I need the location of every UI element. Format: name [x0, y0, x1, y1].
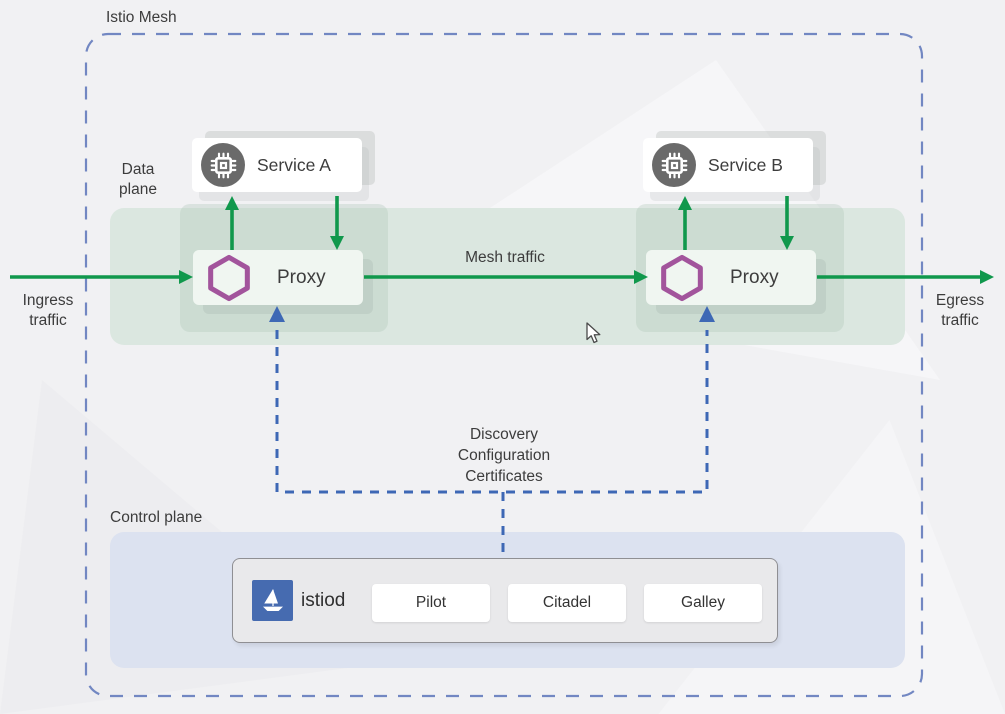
mesh-traffic-label: Mesh traffic — [465, 249, 545, 266]
istiod-component-pilot: Pilot — [372, 584, 490, 622]
service-a-card: Service A — [192, 138, 362, 192]
service-b-card: Service B — [643, 138, 813, 192]
proxy-name: Proxy — [277, 266, 326, 288]
hexagon-sidecar-icon — [660, 254, 704, 302]
istiod-component-citadel: Citadel — [508, 584, 626, 622]
discovery-configuration-certificates-label: Discovery Configuration Certificates — [457, 426, 551, 485]
proxy-b-card: Proxy — [646, 250, 816, 305]
service-name: Service A — [257, 154, 331, 175]
proxy-name: Proxy — [730, 266, 779, 288]
istio-mesh-title: Istio Mesh — [106, 9, 177, 26]
service-name: Service B — [708, 154, 783, 175]
istiod-component-galley: Galley — [644, 584, 762, 622]
egress-traffic-label: Egress traffic — [935, 292, 985, 329]
istio-sailboat-logo-icon — [252, 580, 293, 621]
istiod-label: istiod — [301, 589, 346, 611]
proxy-a-card: Proxy — [193, 250, 363, 305]
hexagon-sidecar-icon — [207, 254, 251, 302]
mouse-cursor — [585, 322, 603, 351]
data-plane-label: Data plane — [119, 161, 157, 198]
chip-icon — [201, 143, 245, 187]
chip-icon — [652, 143, 696, 187]
ingress-traffic-label: Ingress traffic — [22, 292, 74, 329]
control-plane-label: Control plane — [110, 509, 203, 526]
istiod-box: istiod Pilot Citadel Galley — [232, 558, 778, 643]
